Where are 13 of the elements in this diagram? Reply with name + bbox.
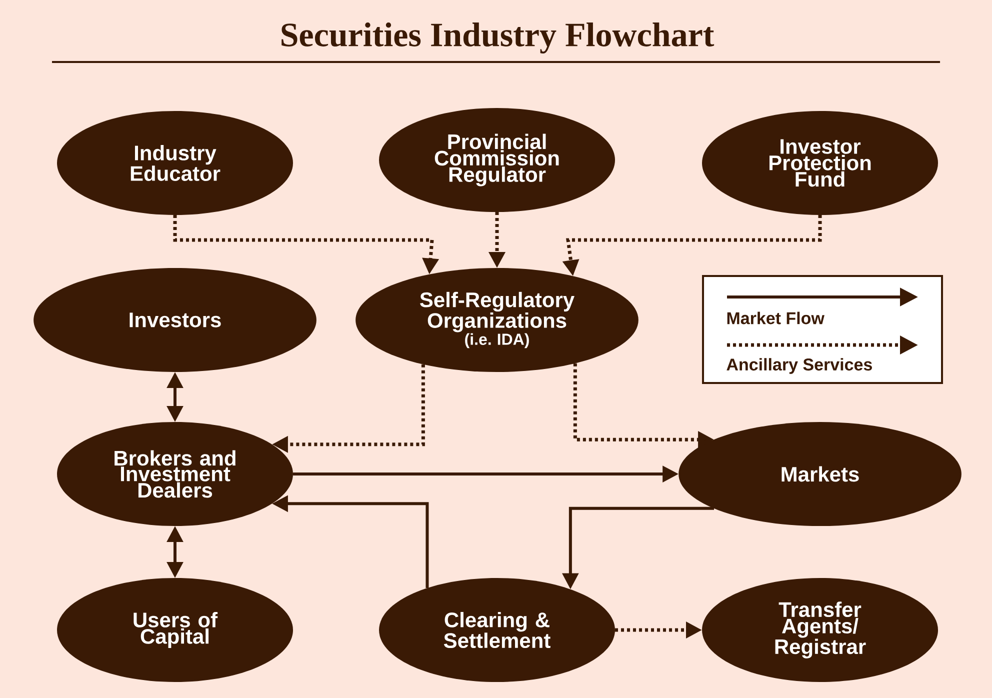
ellipse-node: Provincial Commission Regulator [379, 108, 615, 212]
ellipse-node: Users of Capital [57, 578, 293, 682]
ellipse-node: Markets [678, 422, 962, 526]
ellipse-node: Investor Protection Fund [702, 111, 938, 215]
title: Securities Industry Flowchart [282, 22, 714, 54]
ellipse-node: Clearing & Settlement [379, 578, 615, 682]
ellipse-node: Brokers and Investment Dealers [57, 422, 293, 526]
ellipse-node: Investors [34, 268, 316, 372]
ellipse-node: Transfer Agents/ Registrar [702, 578, 938, 682]
ellipse-node: Industry Educator [57, 111, 293, 215]
ellipse-node: Self-Regulatory Organizations (i.e. IDA) [356, 268, 638, 372]
legend-label: Ancillary Services [726, 358, 872, 374]
legend-label: Market Flow [727, 312, 824, 324]
